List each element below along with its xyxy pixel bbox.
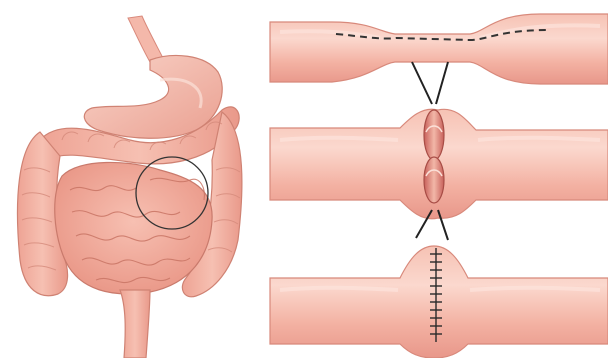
esophagus: [128, 16, 165, 62]
incision-lower: [424, 157, 444, 203]
intestine-panel-incision: [270, 62, 608, 240]
intestine-panel-narrowed: [270, 14, 608, 84]
digestive-tract: [17, 16, 241, 358]
rectum: [120, 290, 150, 358]
small-intestine: [55, 162, 212, 293]
incision-upper: [424, 110, 444, 160]
intestine-panel-sutured: [270, 246, 608, 358]
